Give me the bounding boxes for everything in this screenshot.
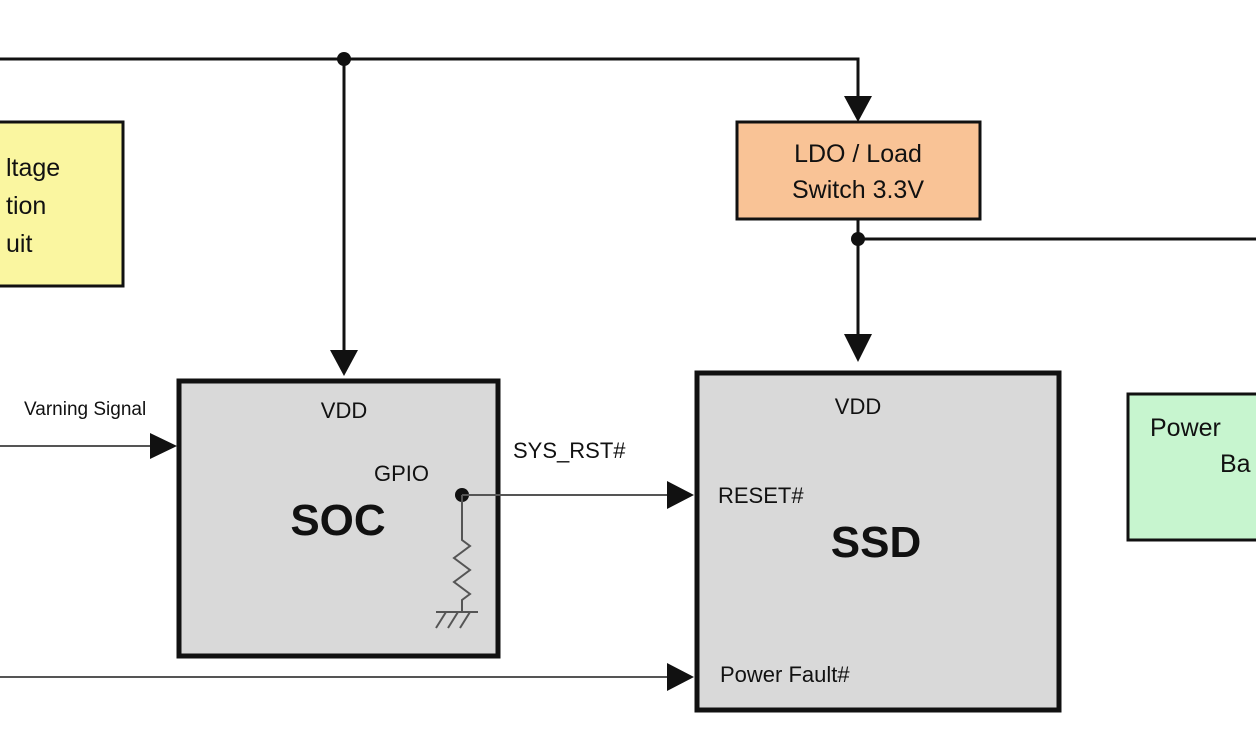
ssd-title: SSD bbox=[831, 518, 921, 567]
voltage-detection-block bbox=[0, 120, 125, 288]
ssd-vdd-arrowhead bbox=[844, 334, 872, 362]
voltage-label-line3: uit bbox=[6, 230, 32, 258]
ldo-label-line1: LDO / Load bbox=[794, 140, 922, 168]
voltage-label-line1: ltage bbox=[6, 154, 60, 182]
soc-vdd-label: VDD bbox=[321, 398, 367, 423]
supply-rail-wire bbox=[0, 57, 860, 96]
ssd-reset-label: RESET# bbox=[718, 483, 804, 508]
power-label-line2: Ba bbox=[1220, 450, 1251, 478]
warning-signal-arrowhead bbox=[150, 433, 177, 459]
soc-vdd-arrowhead bbox=[330, 350, 358, 376]
soc-block bbox=[176, 378, 501, 659]
power-backup-block bbox=[1126, 392, 1256, 542]
power-fault-arrowhead bbox=[667, 663, 694, 691]
warning-signal-label: Varning Signal bbox=[24, 399, 146, 420]
ground-symbol bbox=[435, 611, 478, 629]
ldo-label-line2: Switch 3.3V bbox=[792, 176, 924, 204]
soc-title: SOC bbox=[290, 496, 385, 545]
soc-gpio-label: GPIO bbox=[374, 461, 429, 486]
ssd-vdd-label: VDD bbox=[835, 394, 881, 419]
sys-rst-arrowhead bbox=[667, 481, 694, 509]
ldo-load-switch-block bbox=[735, 120, 982, 221]
pulldown-wire bbox=[452, 495, 472, 612]
ssd-block bbox=[694, 370, 1062, 713]
ssd-power-fault-label: Power Fault# bbox=[720, 662, 850, 687]
sys-rst-label: SYS_RST# bbox=[513, 438, 626, 463]
voltage-label-line2: tion bbox=[6, 192, 46, 220]
ldo-input-arrowhead bbox=[844, 96, 872, 122]
power-label-line1: Power bbox=[1150, 414, 1221, 442]
